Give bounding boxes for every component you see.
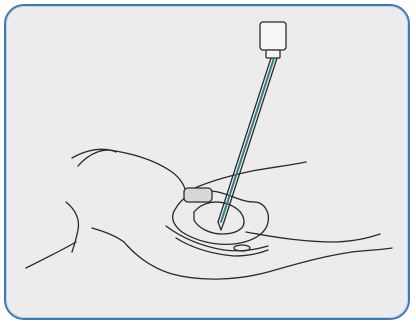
canal-lower [176, 238, 268, 256]
needle-shaft [218, 58, 277, 222]
leg-front [92, 228, 124, 242]
medical-procedure-illustration [6, 6, 410, 320]
needle-tip [218, 222, 224, 230]
lower-body-base [124, 242, 392, 279]
shaded-region [184, 188, 212, 202]
syringe-hub [260, 22, 286, 58]
abdomen-line [246, 232, 380, 242]
illustration-frame [4, 4, 410, 320]
thigh-outline [26, 242, 76, 268]
